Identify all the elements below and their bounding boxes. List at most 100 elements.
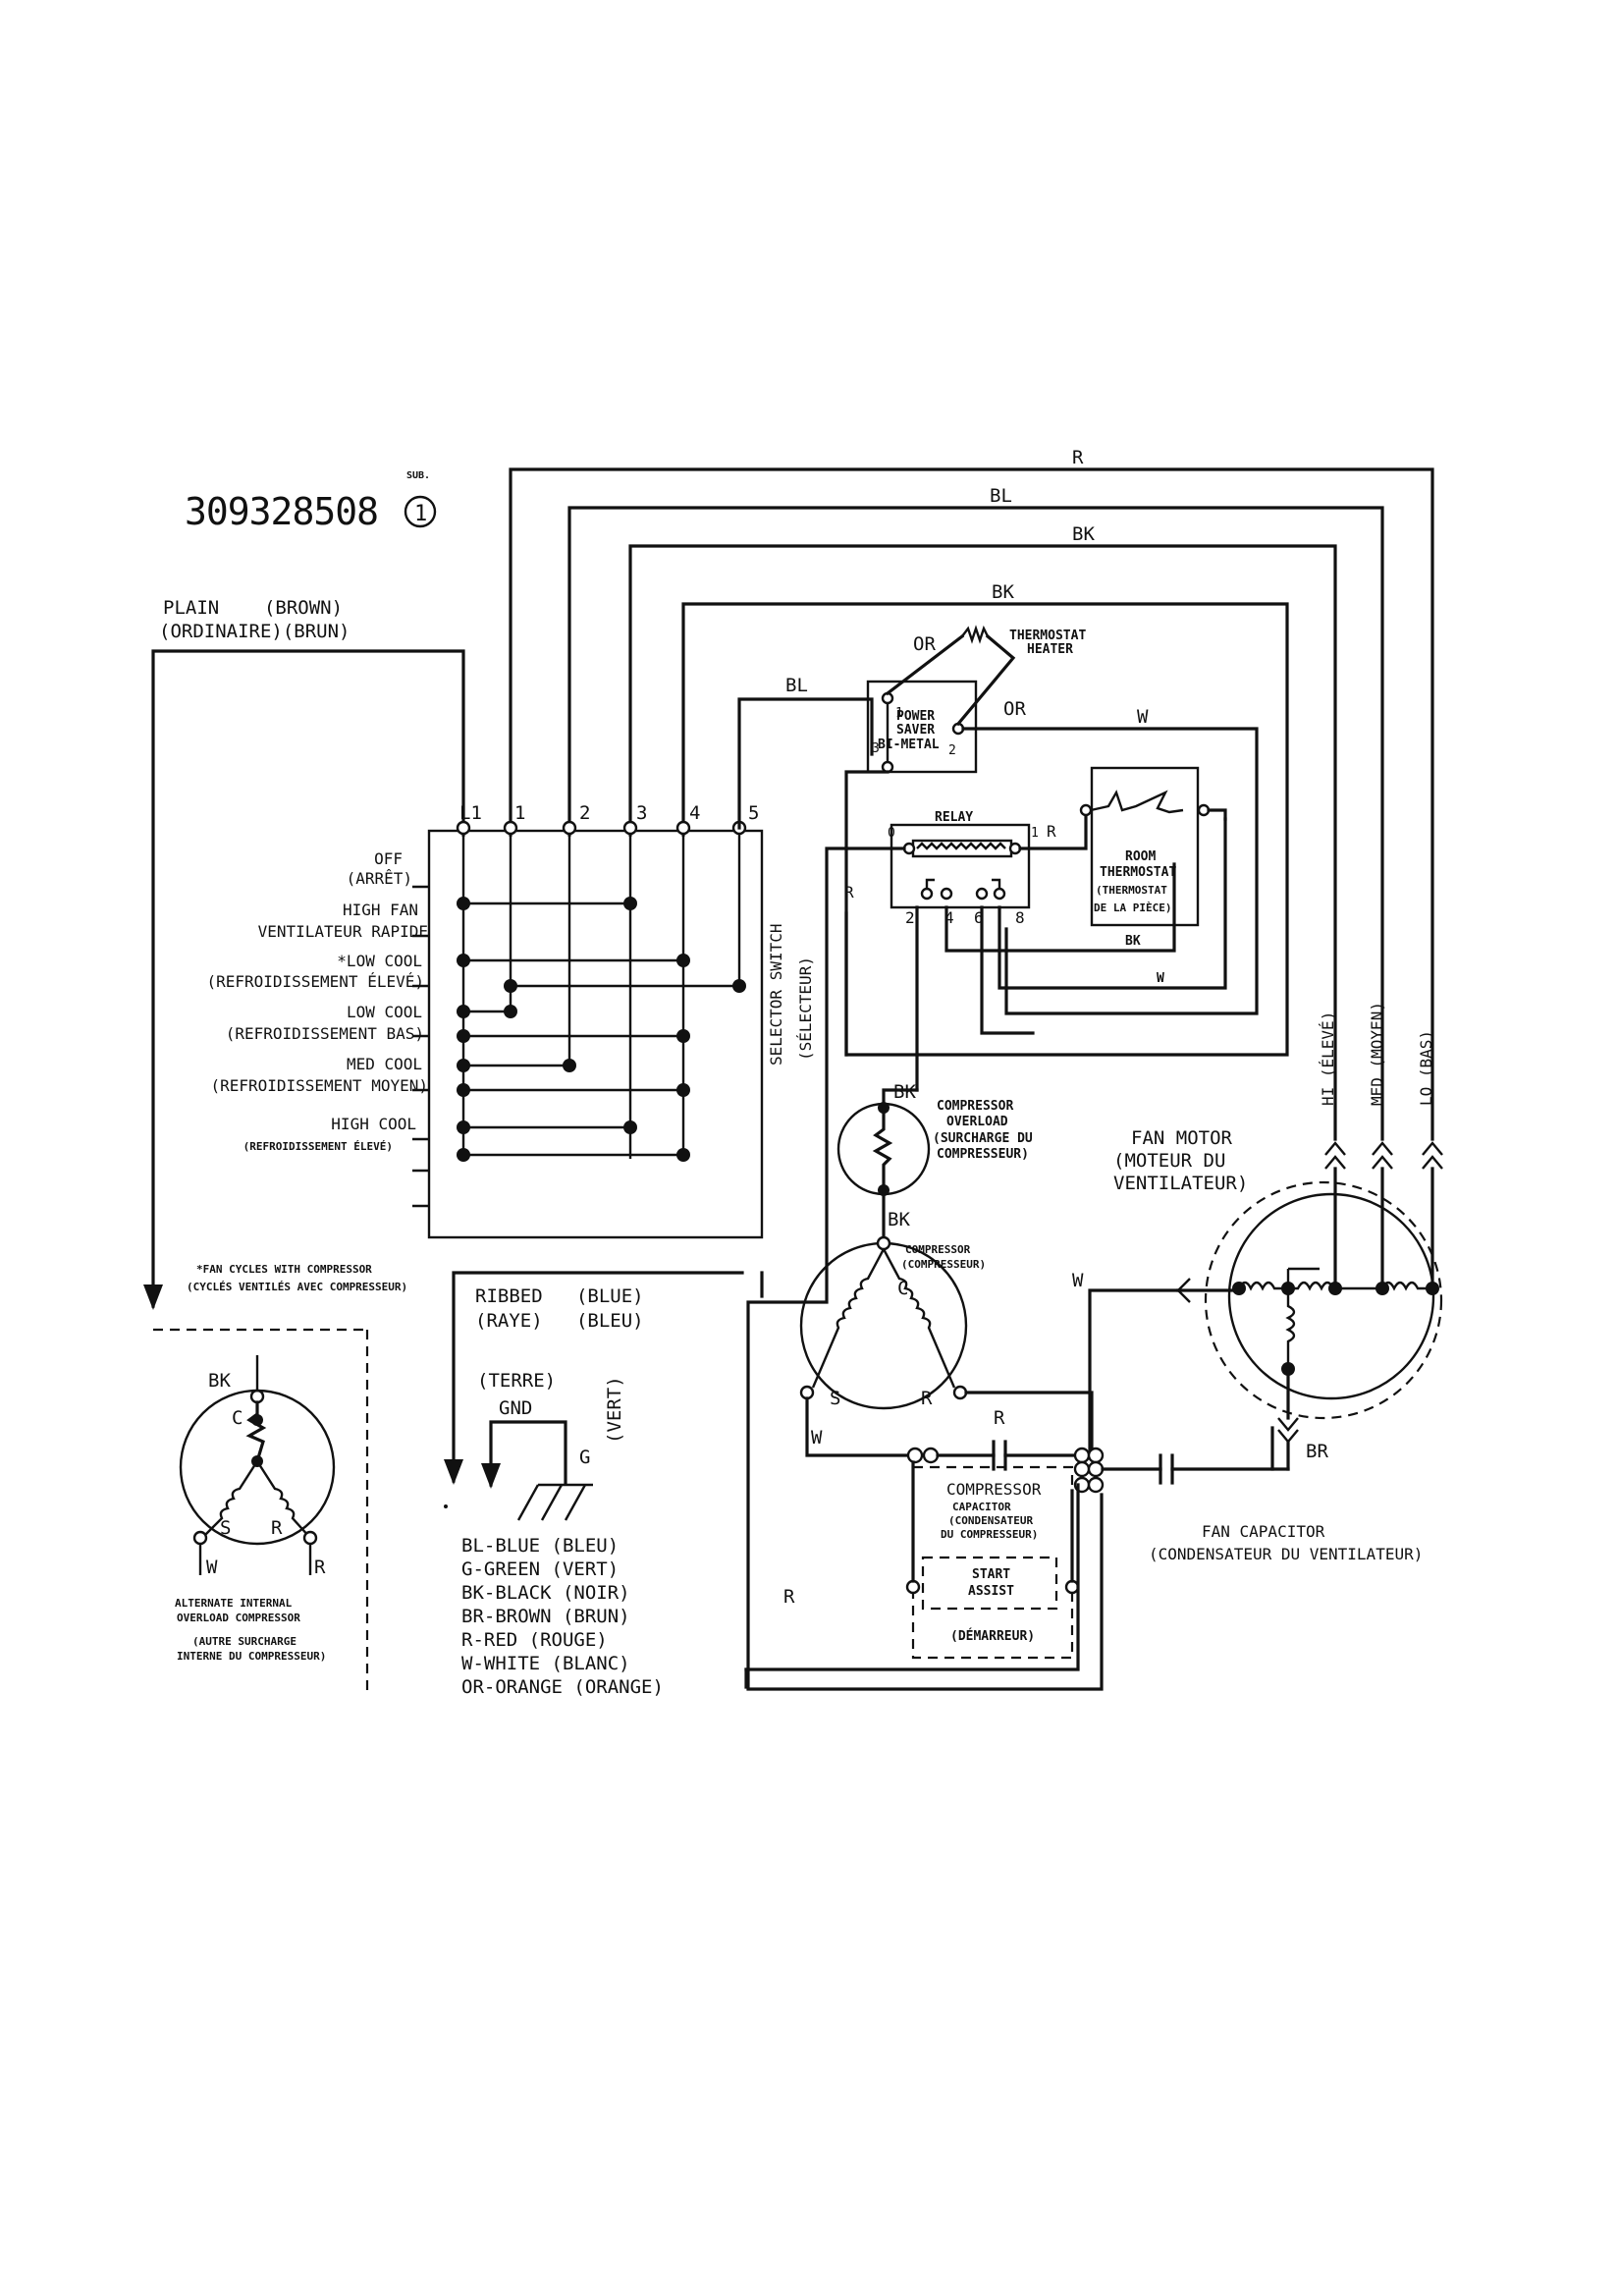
- fan-speed-med: MED (MOYEN): [1368, 1002, 1386, 1106]
- terminal-4-node: [675, 820, 691, 836]
- label-or-heater-left: OR: [913, 633, 936, 655]
- start-assist-line1: START: [972, 1567, 1010, 1582]
- label-bk-overload-top: BK: [893, 1081, 916, 1103]
- relay: RELAY 0 1 R 2 4 6 8 R BK W: [746, 808, 1227, 1691]
- terminal-1-node: [503, 820, 518, 836]
- sub-number: 1: [414, 502, 427, 526]
- relay-t4: 4: [944, 908, 954, 927]
- wire-gnd: [489, 1420, 567, 1487]
- relay-t1: 1: [1031, 826, 1039, 841]
- thermostat-heater-resistor: [961, 625, 990, 644]
- wire-bk-relay: [944, 862, 1176, 953]
- terminal-3: 3: [636, 802, 647, 824]
- wire-r-compressor-r: [964, 1391, 1094, 1455]
- header: 309328508 SUB. 1: [185, 470, 437, 533]
- pos-lowcool-star-line1: *LOW COOL: [337, 952, 422, 970]
- plain-wire-line2: (ORDINAIRE)(BRUN): [159, 621, 350, 642]
- terminal-l1-node: [456, 820, 471, 836]
- label-r-relay: R: [1047, 822, 1056, 841]
- ground-gnd: GND: [499, 1397, 532, 1419]
- compressor-overload-line3: (SURCHARGE DU: [933, 1131, 1033, 1146]
- relay-t8: 8: [1015, 908, 1025, 927]
- terminal-5: 5: [748, 802, 759, 824]
- room-thermostat-line2: THERMOSTAT: [1100, 865, 1176, 880]
- pos-highfan-line1: HIGH FAN: [343, 901, 418, 919]
- terminal-1: 1: [514, 802, 525, 824]
- alt-line3: (AUTRE SURCHARGE: [192, 1635, 297, 1648]
- alternate-overload: BK C S R W R ALTERNATE INTERNAL OVERLOAD…: [153, 1328, 369, 1695]
- label-r-compressor-r: R: [994, 1407, 1005, 1429]
- alt-c: C: [232, 1407, 243, 1429]
- wire-bl-to-power-saver: [737, 697, 874, 830]
- alt-w: W: [206, 1557, 218, 1578]
- compressor-overload-line4: COMPRESSEUR): [937, 1147, 1029, 1162]
- label-r-lower: R: [783, 1586, 795, 1608]
- pos-off-line1: OFF: [374, 849, 403, 868]
- power-saver-t2: 2: [948, 743, 956, 758]
- fan-motor-windings: [1237, 1281, 1432, 1291]
- label-bk-top: BK: [1072, 523, 1095, 545]
- room-thermostat-switch: [1090, 790, 1184, 814]
- selector-switch: L1 1 2 3 4 5 OFF (ARRÊT) HIGH FAN VENTIL…: [187, 802, 815, 1293]
- ground-vert: (VERT): [604, 1376, 625, 1444]
- relay-t0: 0: [888, 826, 895, 841]
- legend-g: G-GREEN (VERT): [461, 1558, 619, 1580]
- ground-terre: (TERRE): [477, 1370, 556, 1392]
- compressor-s: S: [830, 1388, 840, 1409]
- selector-switch-box: [427, 829, 764, 1239]
- compressor-winding-s: [811, 1248, 886, 1389]
- pos-lowcool-line2: (REFROIDISSEMENT BAS): [226, 1024, 424, 1043]
- selector-footnote-line2: (CYCLÉS VENTILÉS AVEC COMPRESSEUR): [187, 1281, 407, 1293]
- power-saver-line3: BI-METAL: [878, 738, 940, 752]
- wire-w-to-room-thermostat: [961, 727, 1259, 1015]
- selector-footnote-line1: *FAN CYCLES WITH COMPRESSOR: [196, 1263, 372, 1276]
- start-assist-box: [921, 1556, 1058, 1611]
- thermostat-heater-line1: THERMOSTAT: [1009, 629, 1086, 643]
- pos-off-line2: (ARRÊT): [347, 869, 412, 888]
- ground-wire: RIBBED (BLUE) (RAYE) (BLEU) (TERRE) GND …: [444, 1271, 744, 1521]
- terminal-l1: L1: [459, 802, 482, 824]
- sub-number-circle: [404, 495, 437, 528]
- relay-box: [890, 823, 1031, 909]
- wire-ribbed-blue: [452, 1271, 744, 1483]
- ribbed-line1: RIBBED (BLUE): [475, 1285, 644, 1307]
- alt-s: S: [220, 1517, 231, 1539]
- pos-medcool-line2: (REFROIDISSEMENT MOYEN): [210, 1076, 428, 1095]
- legend-or: OR-ORANGE (ORANGE): [461, 1676, 664, 1698]
- pos-highcool-line2: (REFROIDISSEMENT ÉLEVÉ): [243, 1140, 393, 1153]
- wire-or-heater-left: [885, 633, 965, 696]
- compressor-overload: BK COMPRESSOR OVERLOAD (SURCHARGE DU COM…: [836, 1081, 1033, 1245]
- wire-bl-top: [567, 506, 1384, 1141]
- label-bk-inner: BK: [992, 581, 1014, 603]
- compressor-capacitor-line1: COMPRESSOR: [946, 1480, 1042, 1499]
- power-saver-t1: 1: [895, 706, 903, 721]
- power-saver-line2: SAVER: [896, 723, 935, 738]
- room-thermostat-line4: DE LA PIÈCE): [1094, 902, 1171, 914]
- start-assist-line3: (DÉMARREUR): [950, 1628, 1035, 1644]
- selector-switch-label-fr: (SÉLECTEUR): [796, 957, 815, 1061]
- ribbed-line2: (RAYE) (BLEU): [475, 1310, 644, 1332]
- legend-bk: BK-BLACK (NOIR): [461, 1582, 630, 1604]
- compressor-overload-line1: COMPRESSOR: [937, 1099, 1013, 1114]
- label-w-compressor-s: W: [811, 1427, 823, 1449]
- compressor-capacitor-line3: (CONDENSATEUR: [948, 1514, 1033, 1527]
- label-w-relay: W: [1157, 971, 1164, 986]
- terminal-4: 4: [689, 802, 700, 824]
- label-r-top: R: [1072, 447, 1084, 468]
- ground-g: G: [579, 1447, 590, 1468]
- pos-lowcool-star-line2: (REFROIDISSEMENT ÉLEVÉ): [206, 972, 424, 991]
- fan-motor-body: [1227, 1192, 1435, 1400]
- compressor-capacitor: COMPRESSOR CAPACITOR (CONDENSATEUR DU CO…: [744, 1270, 1423, 1689]
- label-or-heater-right: OR: [1003, 698, 1026, 720]
- fan-motor-line3: VENTILATEUR): [1113, 1173, 1248, 1194]
- arrow-plain-down: [143, 1285, 163, 1310]
- pos-highfan-line2: VENTILATEUR RAPIDE: [258, 922, 428, 941]
- fan-motor-line2: (MOTEUR DU: [1113, 1150, 1225, 1172]
- fan-capacitor-line1: FAN CAPACITOR: [1202, 1522, 1325, 1541]
- alt-line4: INTERNE DU COMPRESSEUR): [177, 1650, 326, 1663]
- legend-bl: BL-BLUE (BLEU): [461, 1535, 619, 1557]
- compressor-line2: (COMPRESSEUR): [901, 1258, 986, 1271]
- thermostat-heater-line2: HEATER: [1027, 642, 1073, 657]
- fan-motor: FAN MOTOR (MOTEUR DU VENTILATEUR) HI (ÉL…: [1113, 1002, 1443, 1471]
- compressor-winding-r: [882, 1248, 956, 1389]
